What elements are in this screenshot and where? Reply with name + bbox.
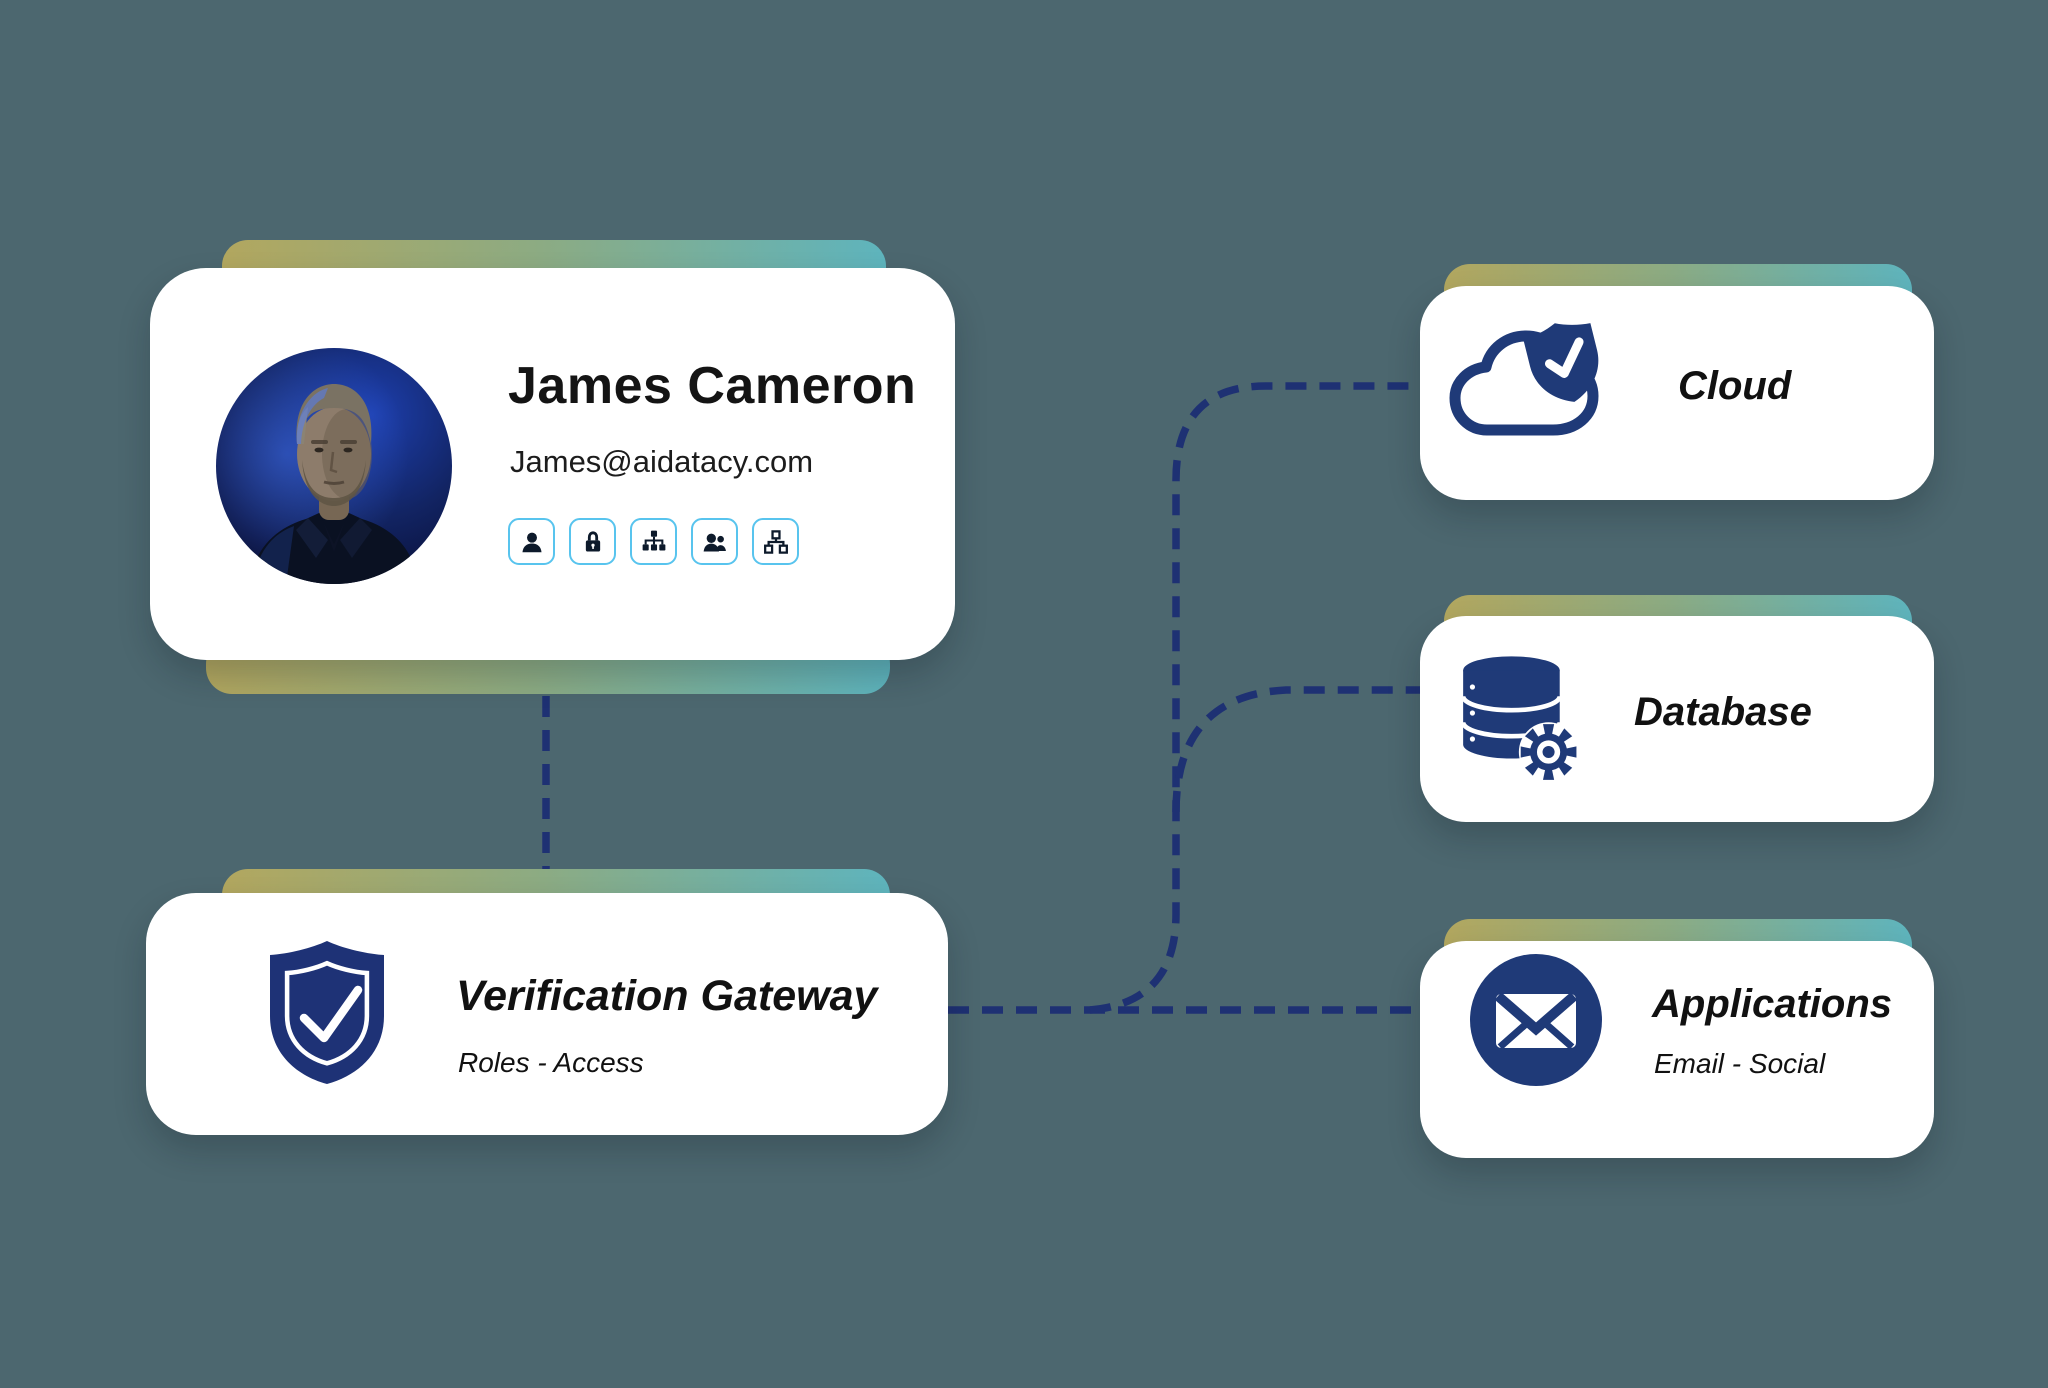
connector-trunk-to-cloud bbox=[1089, 382, 1422, 1014]
lock-icon bbox=[569, 518, 616, 565]
resource-card-database: Database bbox=[1420, 616, 1934, 822]
cloud-check-icon bbox=[1449, 323, 1599, 436]
users-icon bbox=[691, 518, 738, 565]
profile-action-icons bbox=[508, 518, 799, 565]
connector-trunk-to-database bbox=[1172, 686, 1422, 813]
resource-card-cloud: Cloud bbox=[1420, 286, 1934, 500]
user-icon bbox=[508, 518, 555, 565]
profile-email: James@aidatacy.com bbox=[510, 444, 814, 479]
network-icon bbox=[752, 518, 799, 565]
profile-card: James Cameron James@aidatacy.com bbox=[150, 268, 955, 660]
gateway-subtitle: Roles - Access bbox=[458, 1047, 644, 1078]
profile-name: James Cameron bbox=[508, 357, 917, 415]
email-circle-icon bbox=[1470, 954, 1602, 1086]
resource-subtitle-applications: Email - Social bbox=[1654, 1048, 1826, 1079]
avatar bbox=[216, 348, 452, 584]
resource-label-applications: Applications bbox=[1652, 982, 1893, 1026]
gateway-title: Verification Gateway bbox=[456, 972, 878, 1020]
database-gear-icon bbox=[1460, 656, 1579, 782]
gateway-card: Verification Gateway Roles - Access bbox=[146, 893, 948, 1135]
portrait-illustration bbox=[250, 384, 418, 584]
resource-label-database: Database bbox=[1634, 690, 1812, 734]
org-chart-icon bbox=[630, 518, 677, 565]
shield-check-icon bbox=[270, 941, 384, 1084]
resource-card-applications: Applications Email - Social bbox=[1420, 941, 1934, 1158]
resource-label-cloud: Cloud bbox=[1678, 364, 1792, 408]
